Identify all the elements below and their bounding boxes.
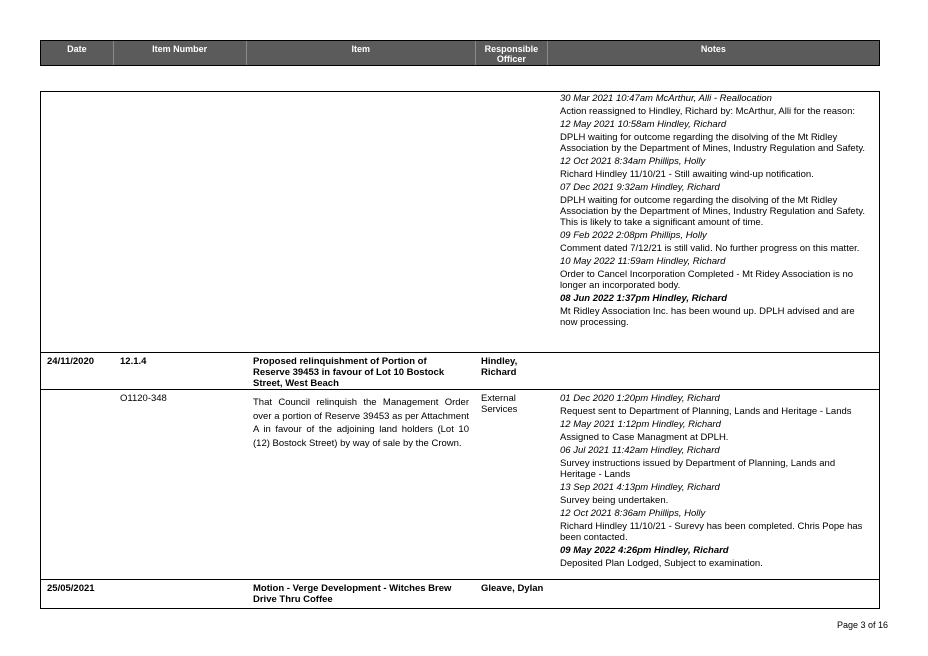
actions-table: 30 Mar 2021 10:47am McArthur, Alli - Rea… <box>40 91 880 609</box>
page-number: Page 3 of 16 <box>836 620 888 630</box>
header-item-number: Item Number <box>114 41 247 65</box>
note-text: Action reassigned to Hindley, Richard by… <box>560 106 855 117</box>
note-timestamp: 12 May 2021 10:58am Hindley, Richard <box>560 119 727 130</box>
note-timestamp: 12 Oct 2021 8:36am Phillips, Holly <box>560 508 706 519</box>
note-timestamp: 09 May 2022 4:26pm Hindley, Richard <box>560 545 729 556</box>
note-text: Richard Hindley 11/10/21 - Surevy has be… <box>560 521 863 543</box>
item-title: Proposed relinquishment of Portion of Re… <box>253 356 445 389</box>
note-text: Richard Hindley 11/10/21 - Still awaitin… <box>560 169 814 180</box>
header-item: Item <box>247 41 476 65</box>
note-timestamp: 12 Oct 2021 8:34am Phillips, Holly <box>560 156 706 167</box>
note-text: Assigned to Case Managment at DPLH. <box>560 432 729 443</box>
note-timestamp: 30 Mar 2021 10:47am McArthur, Alli - Rea… <box>560 93 772 104</box>
item-date: 25/05/2021 <box>47 583 95 594</box>
note-timestamp: 01 Dec 2020 1:20pm Hindley, Richard <box>560 393 720 404</box>
note-timestamp: 12 May 2021 1:12pm Hindley, Richard <box>560 419 721 430</box>
notes-block-2: 01 Dec 2020 1:20pm Hindley, Richard Requ… <box>560 393 873 569</box>
item-officer: Gleave, Dylan <box>481 583 544 594</box>
item-title: Motion - Verge Development - Witches Bre… <box>253 583 452 605</box>
item-detail-row: O1120-348 That Council relinquish the Ma… <box>41 389 879 580</box>
note-text: DPLH waiting for outcome regarding the d… <box>560 195 866 228</box>
note-timestamp: 09 Feb 2022 2:08pm Phillips, Holly <box>560 230 707 241</box>
item-number: 12.1.4 <box>120 356 147 367</box>
header-date: Date <box>41 41 114 65</box>
note-timestamp: 07 Dec 2021 9:32am Hindley, Richard <box>560 182 720 193</box>
item-officer: Hindley, Richard <box>481 356 518 378</box>
notes-block-1: 30 Mar 2021 10:47am McArthur, Alli - Rea… <box>560 93 873 328</box>
note-text: Comment dated 7/12/21 is still valid. No… <box>560 243 860 254</box>
note-timestamp: 13 Sep 2021 4:13pm Hindley, Richard <box>560 482 720 493</box>
header-responsible-officer: Responsible Officer <box>476 41 548 65</box>
note-text: Survey instructions issued by Department… <box>560 458 836 480</box>
item-officer-detail: External Services <box>481 393 518 415</box>
note-text: DPLH waiting for outcome regarding the d… <box>560 132 866 154</box>
note-text: Order to Cancel Incorporation Completed … <box>560 269 854 291</box>
note-text: Survey being undertaken. <box>560 495 669 506</box>
item-reference: O1120-348 <box>120 393 167 404</box>
note-text: Request sent to Department of Planning, … <box>560 406 852 417</box>
note-timestamp: 06 Jul 2021 11:42am Hindley, Richard <box>560 445 720 456</box>
note-text: Deposited Plan Lodged, Subject to examin… <box>560 558 763 569</box>
header-notes: Notes <box>700 44 726 54</box>
note-timestamp: 10 May 2022 11:59am Hindley, Richard <box>560 256 726 267</box>
item-row-12-1-4: 24/11/2020 12.1.4 Proposed relinquishmen… <box>41 352 879 389</box>
item-resolution: That Council relinquish the Management O… <box>253 397 469 449</box>
note-timestamp: 08 Jun 2022 1:37pm Hindley, Richard <box>560 293 728 304</box>
table-header: Date Item Number Item Responsible Office… <box>40 40 880 66</box>
item-row-verge-development: 25/05/2021 Motion - Verge Development - … <box>41 579 879 609</box>
item-date: 24/11/2020 <box>47 356 95 367</box>
note-text: Mt Ridley Association Inc. has been woun… <box>560 306 855 328</box>
